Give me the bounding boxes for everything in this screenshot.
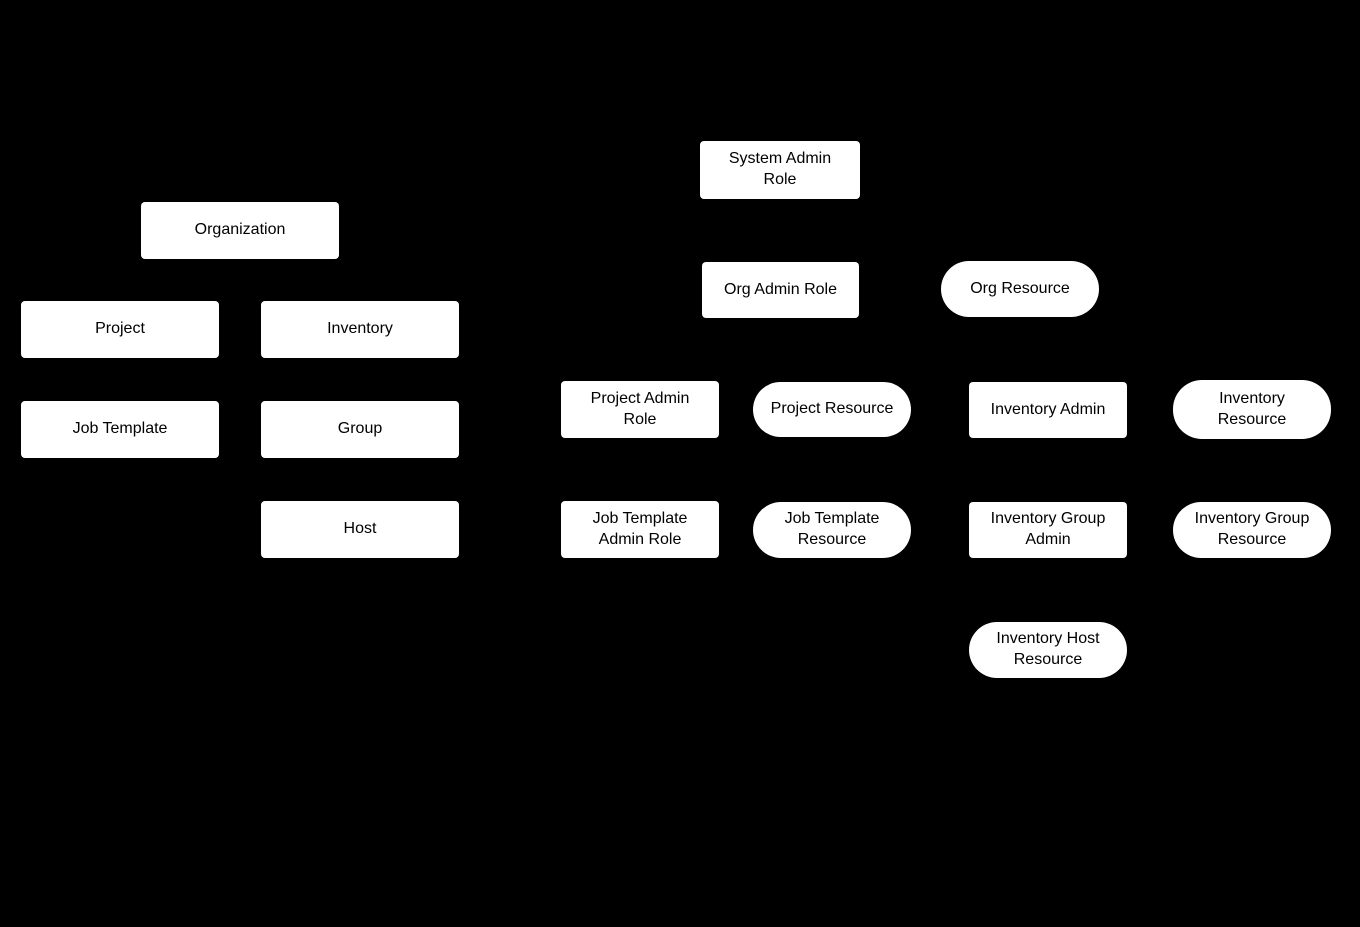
- node-inventory-group-admin-label: Inventory Group Admin: [990, 510, 1106, 548]
- node-project-admin-role-label: Project Admin Role: [590, 389, 690, 428]
- node-host-label: Host: [343, 520, 377, 538]
- node-job-template-label: Job Template: [72, 420, 168, 438]
- node-job-template-resource: Job Template Resource: [753, 502, 911, 558]
- node-job-template-resource-label: Job Template Resource: [784, 510, 880, 548]
- node-inventory-admin-label: Inventory Admin: [990, 400, 1106, 418]
- node-project-resource-label: Project Resource: [770, 400, 894, 418]
- node-organization-label: Organization: [194, 221, 286, 239]
- node-project-admin-role: Project Admin Role: [561, 381, 719, 438]
- node-system-admin-role-label: System Admin Role: [728, 150, 832, 188]
- node-project-label: Project: [95, 320, 145, 338]
- node-inventory-host-resource: Inventory Host Resource: [969, 622, 1127, 678]
- node-job-template: Job Template: [21, 401, 219, 458]
- node-group-label: Group: [337, 420, 383, 438]
- node-system-admin-role: System Admin Role: [700, 141, 860, 199]
- node-inventory-group-admin: Inventory Group Admin: [969, 502, 1127, 558]
- node-project-resource: Project Resource: [753, 382, 911, 437]
- node-inventory-admin: Inventory Admin: [969, 382, 1127, 438]
- node-job-template-admin-role: Job Template Admin Role: [561, 501, 719, 558]
- node-host: Host: [261, 501, 459, 558]
- node-project: Project: [21, 301, 219, 358]
- node-inventory: Inventory: [261, 301, 459, 358]
- node-inventory-label: Inventory: [327, 320, 393, 338]
- node-inventory-group-resource-label: Inventory Group Resource: [1194, 510, 1310, 548]
- node-inventory-host-resource-label: Inventory Host Resource: [996, 630, 1100, 668]
- node-inventory-group-resource: Inventory Group Resource: [1173, 502, 1331, 558]
- node-inventory-resource-label: Inventory Resource: [1217, 389, 1287, 428]
- node-org-admin-role: Org Admin Role: [702, 262, 859, 318]
- node-group: Group: [261, 401, 459, 458]
- node-job-template-admin-role-label: Job Template Admin Role: [592, 509, 688, 548]
- node-org-resource: Org Resource: [941, 261, 1099, 317]
- node-org-admin-role-label: Org Admin Role: [724, 280, 837, 298]
- node-inventory-resource: Inventory Resource: [1173, 380, 1331, 439]
- node-org-resource-label: Org Resource: [970, 279, 1070, 297]
- node-organization: Organization: [141, 202, 339, 259]
